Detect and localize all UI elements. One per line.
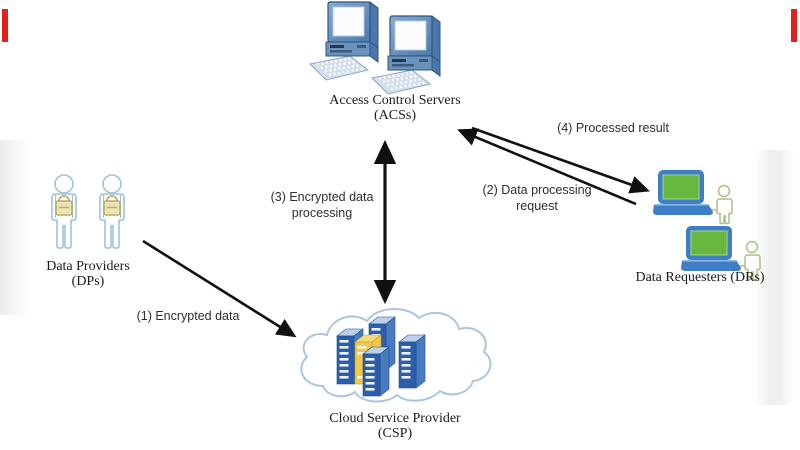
dr-label-line1: Data Requesters (DRs) — [635, 270, 765, 285]
arrow-4-processed-result — [471, 126, 650, 194]
flow-3-label: (3) Encrypted data processing — [271, 190, 374, 221]
server-tower — [362, 346, 390, 397]
acs-label: Access Control Servers (ACSs) — [329, 93, 460, 123]
csp-label: Cloud Service Provider (CSP) — [329, 411, 460, 441]
arrow-2-data-processing-request — [457, 128, 637, 206]
flow-4-label: (4) Processed result — [557, 121, 669, 135]
cloud-outline — [300, 307, 492, 403]
acs-label-line1: Access Control Servers — [329, 93, 461, 108]
arrow-1-encrypted-data — [142, 239, 297, 338]
dp-label-line1: Data Providers — [46, 259, 130, 274]
person-lock-icon — [51, 174, 125, 249]
desktop-computer-icon — [308, 0, 442, 96]
left-shadow-artifact — [0, 140, 34, 315]
red-edge-marker-left — [2, 9, 8, 42]
csp-label-line2: (CSP) — [377, 426, 413, 441]
flow-1-label: (1) Encrypted data — [136, 309, 240, 323]
flow-3-label-line2: processing — [291, 205, 353, 220]
dp-label: Data Providers (DPs) — [46, 259, 130, 289]
flow-2-label: (2) Data processing request — [482, 183, 591, 214]
server-tower — [398, 334, 426, 389]
cloud-servers-icon — [300, 307, 492, 403]
right-shadow-artifact — [754, 150, 794, 405]
laptop-user-icon — [652, 169, 761, 281]
red-edge-marker-right — [791, 9, 797, 42]
server-towers — [336, 316, 426, 397]
flow-3-label-line1: (3) Encrypted data — [270, 190, 374, 204]
flow-2-label-line2: request — [516, 198, 558, 213]
csp-label-line1: Cloud Service Provider — [329, 411, 461, 426]
dr-label: Data Requesters (DRs) — [635, 270, 764, 285]
flow-2-label-line1: (2) Data processing — [482, 183, 592, 197]
acs-label-line2: (ACSs) — [373, 108, 417, 123]
dp-label-line2: (DPs) — [71, 274, 105, 289]
